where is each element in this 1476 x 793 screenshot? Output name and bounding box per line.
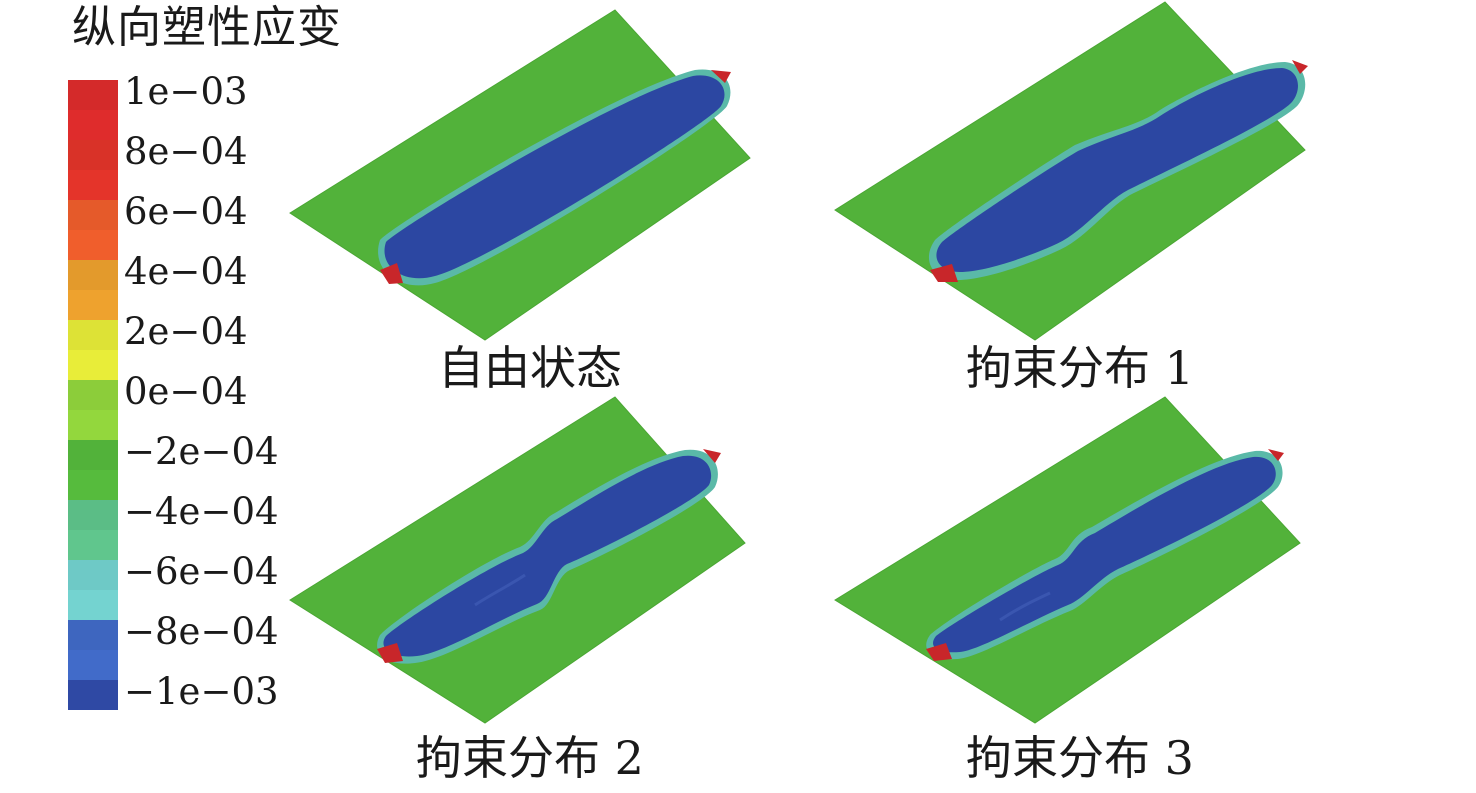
legend-tick-label: 8e−04	[124, 130, 248, 173]
legend-swatch	[68, 440, 118, 470]
plate-restraint-3	[834, 396, 1301, 724]
plate-free-state	[289, 9, 751, 341]
hot-spot-start	[930, 264, 958, 282]
plate-restraint-1	[834, 1, 1308, 341]
legend-tick-label: 1e−03	[124, 70, 248, 113]
caption-restraint-1: 拘束分布 1	[966, 341, 1194, 395]
legend-tick-label: −1e−03	[124, 670, 279, 713]
legend-swatch	[68, 260, 118, 290]
legend-tick-label: 0e−04	[124, 370, 248, 413]
hot-spot-end	[711, 70, 731, 83]
legend-swatch	[68, 500, 118, 530]
legend-title: 纵向塑性应变	[72, 2, 342, 53]
weld-internal-gap	[474, 573, 526, 607]
legend-swatch	[68, 290, 118, 320]
legend-tick-label: −4e−04	[124, 490, 279, 533]
weld-zone	[933, 456, 1276, 653]
hot-spot-end	[703, 449, 721, 463]
legend-swatch	[68, 200, 118, 230]
hot-spot-end	[1268, 449, 1284, 461]
caption-free-state: 自由状态	[438, 341, 622, 395]
hot-spot-start	[380, 263, 403, 284]
legend-swatch	[68, 110, 118, 140]
legend-swatch	[68, 140, 118, 170]
weld-zone	[384, 75, 725, 279]
legend-swatch	[68, 230, 118, 260]
legend-tick-label: 6e−04	[124, 190, 248, 233]
legend-swatch	[68, 470, 118, 500]
panel-free-state	[285, 8, 755, 343]
hot-spot-start	[926, 643, 952, 661]
panel-restraint-1	[830, 0, 1310, 345]
legend-tick-label: −8e−04	[124, 610, 279, 653]
legend-swatch	[68, 80, 118, 110]
legend-swatch	[68, 320, 118, 350]
legend-tick-label: 2e−04	[124, 310, 248, 353]
legend-swatch	[68, 170, 118, 200]
legend-swatch	[68, 350, 118, 380]
weld-zone	[383, 455, 712, 657]
weld-zone	[936, 68, 1298, 272]
hot-spot-end	[1292, 60, 1308, 74]
panel-restraint-3	[830, 395, 1310, 725]
legend-swatch	[68, 560, 118, 590]
legend-swatch	[68, 410, 118, 440]
legend-tick-label: −2e−04	[124, 430, 279, 473]
legend-swatch	[68, 590, 118, 620]
legend-swatch	[68, 680, 118, 710]
weld-internal-gap	[999, 591, 1051, 622]
legend-colorbar	[68, 80, 118, 710]
caption-restraint-2: 拘束分布 2	[416, 731, 644, 785]
legend-swatch	[68, 650, 118, 680]
legend-swatch	[68, 620, 118, 650]
legend-swatch	[68, 380, 118, 410]
caption-restraint-3: 拘束分布 3	[966, 731, 1194, 785]
legend-tick-label: −6e−04	[124, 550, 279, 593]
hot-spot-start	[377, 643, 403, 663]
panel-restraint-2	[285, 395, 755, 725]
legend-swatch	[68, 530, 118, 560]
legend-tick-label: 4e−04	[124, 250, 248, 293]
plate-restraint-2	[289, 396, 746, 724]
